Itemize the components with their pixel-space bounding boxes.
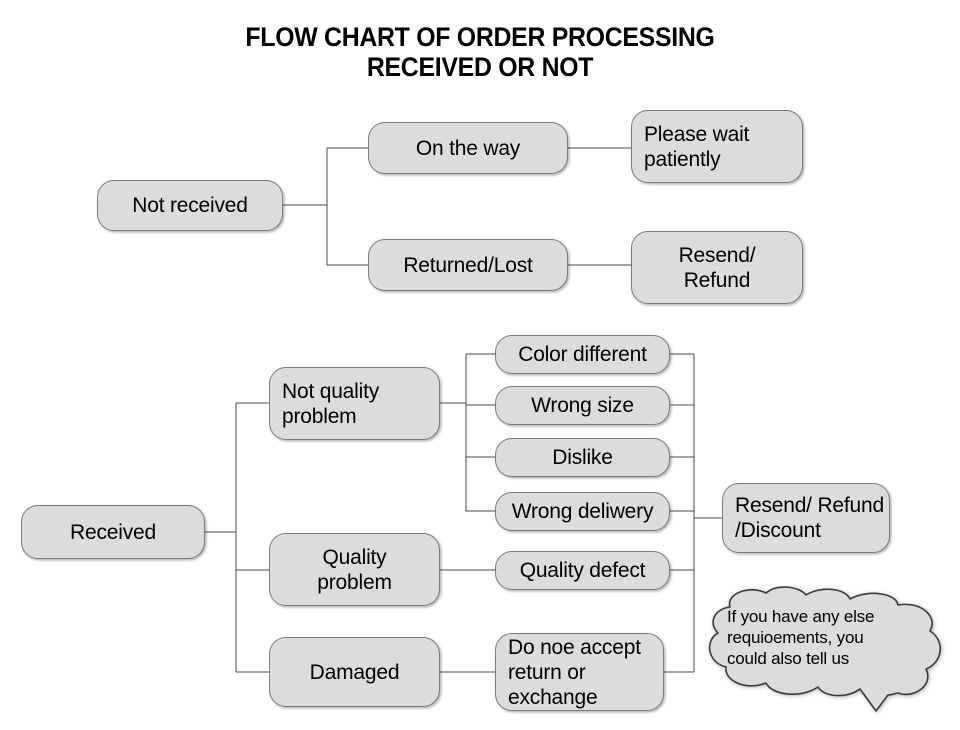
callout-text: If you have any else requioements, you c…: [727, 607, 875, 668]
node-resend-refund[interactable]: Resend/ Refund: [631, 231, 803, 304]
callout-bubble-shape: [708, 586, 941, 712]
node-damaged[interactable]: Damaged: [269, 637, 440, 707]
node-label: Damaged: [309, 660, 400, 684]
node-color-different[interactable]: Color different: [495, 335, 670, 374]
node-label: On the way: [415, 136, 521, 160]
node-not-quality-problem[interactable]: Not quality problem: [269, 367, 440, 440]
node-label: Quality problem: [317, 545, 392, 594]
callout-bubble[interactable]: If you have any else requioements, you c…: [700, 585, 950, 730]
node-dislike[interactable]: Dislike: [495, 438, 670, 477]
node-returned-lost[interactable]: Returned/Lost: [368, 239, 568, 291]
node-please-wait-patiently[interactable]: Please wait patiently: [631, 110, 803, 183]
node-label: Quality defect: [519, 559, 646, 582]
node-quality-defect[interactable]: Quality defect: [495, 551, 670, 590]
node-do-noe-accept-return-or-exchange[interactable]: Do noe accept return or exchange: [495, 633, 664, 711]
node-wrong-size[interactable]: Wrong size: [495, 386, 670, 425]
node-label: Please wait patiently: [644, 122, 750, 171]
node-label: Resend/ Refund: [678, 243, 756, 292]
node-label: Not received: [132, 194, 248, 217]
node-label: Received: [70, 520, 156, 544]
node-label: Not quality problem: [282, 379, 380, 428]
node-label: Wrong size: [531, 394, 634, 417]
node-label: Resend/ Refund /Discount: [735, 494, 884, 542]
node-label: Returned/Lost: [403, 253, 533, 277]
node-label: Do noe accept return or exchange: [508, 635, 641, 709]
page-title: FLOW CHART OF ORDER PROCESSING RECEIVED …: [245, 22, 715, 82]
node-wrong-deliwery[interactable]: Wrong deliwery: [495, 492, 670, 531]
node-label: Color different: [518, 343, 647, 366]
node-label: Wrong deliwery: [511, 500, 654, 523]
node-label: Dislike: [552, 446, 613, 469]
node-on-the-way[interactable]: On the way: [368, 122, 568, 174]
node-quality-problem[interactable]: Quality problem: [269, 533, 440, 606]
node-resend-refund-discount[interactable]: Resend/ Refund /Discount: [722, 483, 890, 553]
node-received[interactable]: Received: [21, 505, 205, 559]
node-not-received[interactable]: Not received: [97, 180, 283, 231]
